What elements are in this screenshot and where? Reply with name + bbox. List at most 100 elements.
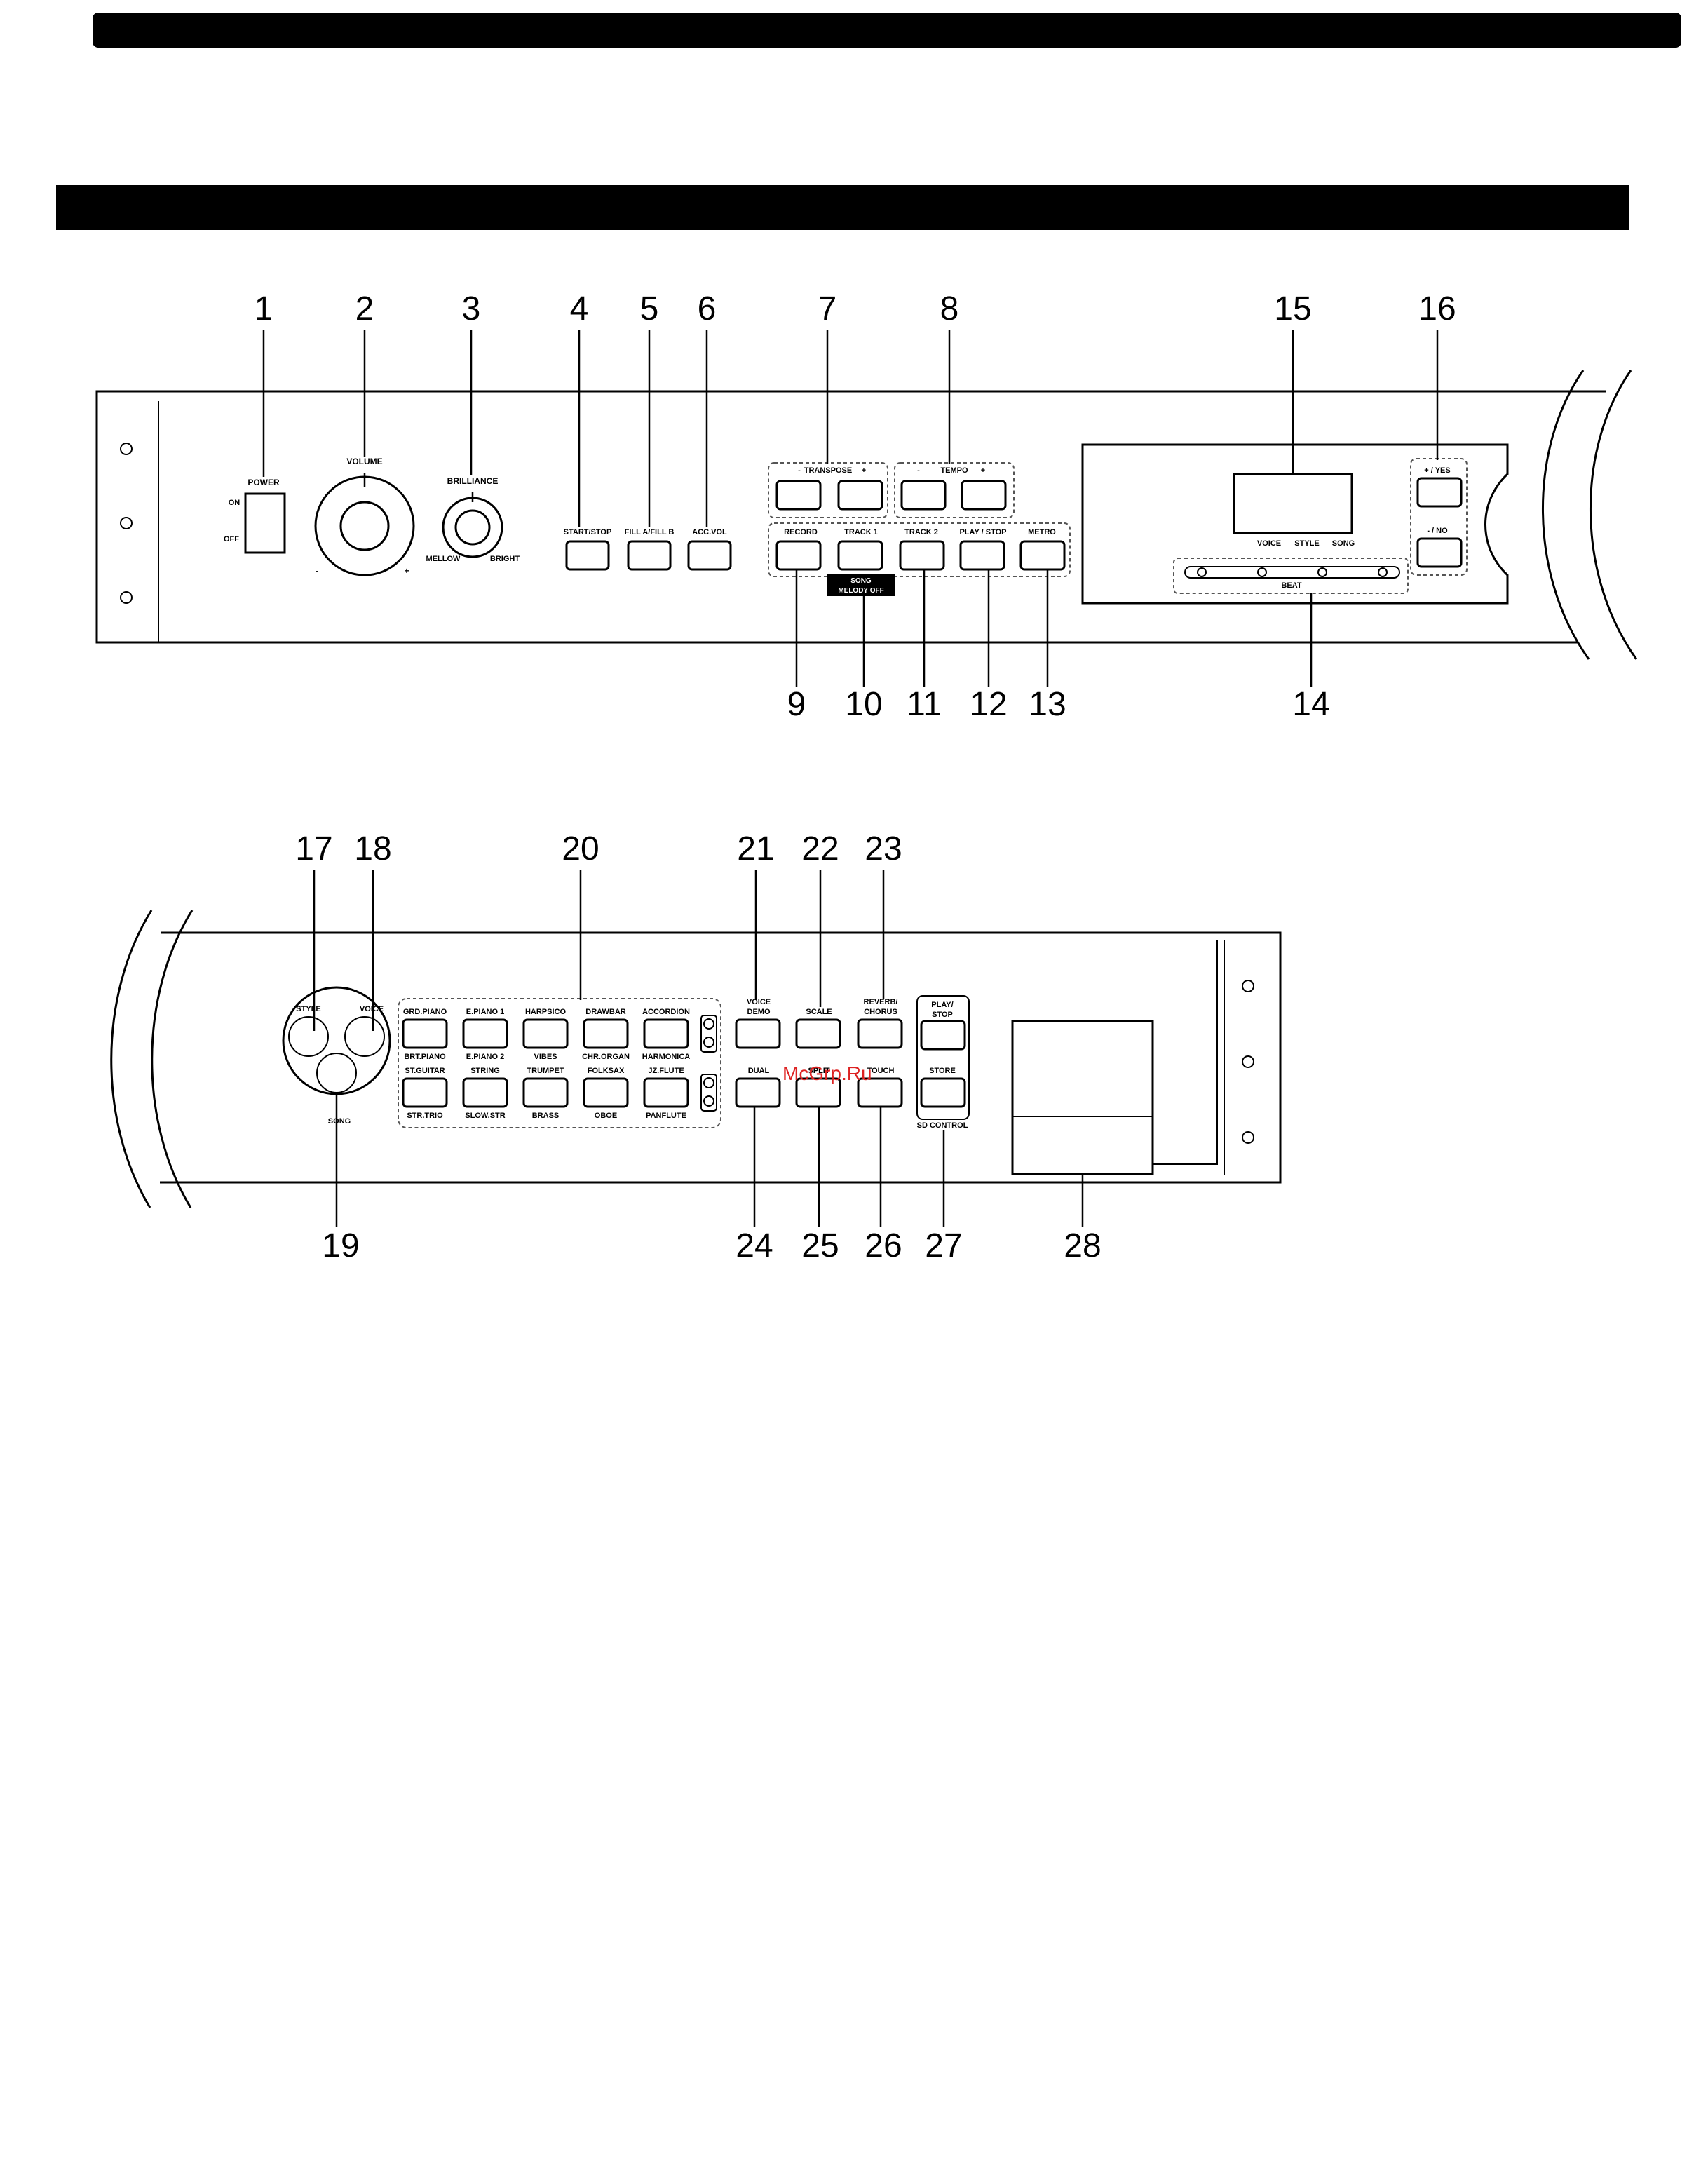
callout-23: 23	[865, 830, 902, 868]
bottom-panel: STYLE VOICE SONG GRD.PIANOBRT.PIANOE.PIA…	[110, 910, 1282, 1208]
voice-sub-label: HARMONICA	[642, 1053, 690, 1061]
power-label: POWER	[248, 478, 280, 487]
callout-27: 27	[925, 1227, 962, 1264]
transpose-down-button[interactable]	[775, 480, 822, 511]
voice-demo-button[interactable]	[735, 1018, 781, 1049]
power-on-label: ON	[229, 499, 240, 507]
display-voice-label: VOICE	[1257, 539, 1281, 548]
tempo-label: TEMPO	[940, 466, 968, 475]
dual-button[interactable]	[735, 1077, 781, 1108]
voice-sub-label: STR.TRIO	[407, 1112, 443, 1120]
lcd-display	[1233, 473, 1353, 534]
fill-button[interactable]	[627, 540, 672, 571]
bright-label: BRIGHT	[490, 555, 520, 563]
voice-button[interactable]	[522, 1077, 569, 1108]
volume-knob[interactable]	[314, 475, 415, 576]
track1-button[interactable]	[837, 540, 883, 571]
volume-plus-label: +	[404, 566, 409, 576]
voice-label: FOLKSAX	[588, 1067, 625, 1075]
voice-button[interactable]	[402, 1018, 448, 1049]
sd-card-slot[interactable]	[1011, 1020, 1154, 1175]
sd-play-stop-button[interactable]	[920, 1020, 966, 1051]
play-stop-button[interactable]	[959, 540, 1005, 571]
voice-demo-label-1: VOICE	[747, 998, 771, 1006]
beat-led-icon	[1378, 567, 1388, 577]
display-style-label: STYLE	[1294, 539, 1319, 548]
led-icon	[703, 1077, 714, 1088]
sd-play-label-1: PLAY/	[931, 1001, 953, 1009]
voice-sub-label: VIBES	[534, 1053, 557, 1061]
callout-9: 9	[787, 686, 806, 723]
callout-15: 15	[1274, 290, 1311, 328]
track2-button[interactable]	[899, 540, 945, 571]
callout-24: 24	[736, 1227, 773, 1264]
callout-16: 16	[1418, 290, 1456, 328]
transpose-up-button[interactable]	[837, 480, 883, 511]
screw-icon	[120, 443, 133, 455]
no-label: - / NO	[1427, 527, 1448, 535]
bottom-leader-lines	[313, 870, 1084, 1227]
callout-22: 22	[801, 830, 839, 868]
voice-button[interactable]	[643, 1018, 689, 1049]
volume-label: VOLUME	[346, 457, 382, 466]
voice-button[interactable]	[522, 1018, 569, 1049]
metro-button[interactable]	[1019, 540, 1066, 571]
callout-12: 12	[970, 686, 1007, 723]
song-selector[interactable]	[316, 1053, 357, 1093]
start-stop-label: START/STOP	[564, 528, 612, 536]
acc-vol-label: ACC.VOL	[692, 528, 727, 536]
acc-vol-button[interactable]	[687, 540, 732, 571]
voice-sub-label: BRASS	[532, 1112, 560, 1120]
yes-button[interactable]	[1416, 477, 1463, 508]
callout-14: 14	[1292, 686, 1329, 723]
voice-button[interactable]	[462, 1077, 508, 1108]
voice-button[interactable]	[462, 1018, 508, 1049]
reverb-label-1: REVERB/	[864, 998, 898, 1006]
record-button[interactable]	[775, 540, 822, 571]
voice-label: STRING	[470, 1067, 500, 1075]
screw-icon	[120, 591, 133, 604]
reverb-chorus-button[interactable]	[857, 1018, 903, 1049]
callout-13: 13	[1029, 686, 1066, 723]
callout-1: 1	[255, 290, 273, 328]
voice-selector[interactable]	[344, 1016, 385, 1057]
voice-sub-label: BRT.PIANO	[404, 1053, 446, 1061]
led-icon	[703, 1095, 714, 1107]
scale-button[interactable]	[795, 1018, 841, 1049]
display-song-label: SONG	[1332, 539, 1355, 548]
sd-store-button[interactable]	[920, 1077, 966, 1108]
brilliance-knob[interactable]	[442, 497, 503, 558]
voice-button[interactable]	[402, 1077, 448, 1108]
led-icon	[703, 1037, 714, 1048]
beat-label: BEAT	[1281, 581, 1301, 590]
callout-3: 3	[462, 290, 481, 328]
voice-demo-label-2: DEMO	[747, 1008, 771, 1016]
header-bar-section	[56, 185, 1629, 230]
voice-button[interactable]	[583, 1018, 629, 1049]
track2-label: TRACK 2	[904, 528, 938, 536]
sd-play-label-2: STOP	[932, 1011, 953, 1019]
watermark: McGrp.Ru	[782, 1062, 872, 1084]
voice-button[interactable]	[643, 1077, 689, 1108]
tempo-minus-label: -	[917, 466, 920, 475]
voice-label: GRD.PIANO	[403, 1008, 447, 1016]
voice-label: DRAWBAR	[585, 1008, 625, 1016]
voice-button[interactable]	[583, 1077, 629, 1108]
dual-label: DUAL	[748, 1067, 770, 1075]
no-button[interactable]	[1416, 537, 1463, 568]
voice-sub-label: PANFLUTE	[646, 1112, 686, 1120]
style-selector[interactable]	[288, 1016, 329, 1057]
touch-label: TOUCH	[867, 1067, 895, 1075]
start-stop-button[interactable]	[565, 540, 610, 571]
track1-label: TRACK 1	[844, 528, 878, 536]
voice-label: ACCORDION	[642, 1008, 690, 1016]
display-housing	[1081, 443, 1509, 605]
power-switch[interactable]	[244, 492, 286, 554]
metro-label: METRO	[1028, 528, 1056, 536]
screw-icon	[120, 517, 133, 529]
top-panel: POWER ON OFF VOLUME - + BRILLIANCE MELLO…	[95, 370, 1638, 660]
tempo-up-button[interactable]	[961, 480, 1007, 511]
voice-label: ST.GUITAR	[405, 1067, 445, 1075]
tempo-down-button[interactable]	[900, 480, 947, 511]
